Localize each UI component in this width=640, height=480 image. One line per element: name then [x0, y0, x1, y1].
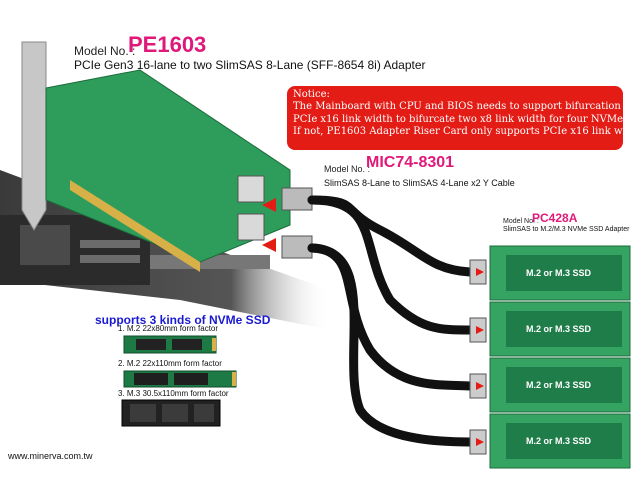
notice-line: If not, PE1603 Adapter Riser Card only s…: [293, 126, 640, 138]
pe1603-model-prefix: Model No. :: [74, 44, 136, 58]
pc428a-adapter-3: M.2 or M.3 SSD: [469, 357, 631, 413]
ssd-slot-label: M.2 or M.3 SSD: [526, 324, 592, 334]
ssd-slot-label: M.2 or M.3 SSD: [526, 436, 592, 446]
pc428a-adapter-1: M.2 or M.3 SSD: [469, 245, 631, 301]
ssd-image-m2-22110: [123, 370, 237, 388]
notice-line: The Mainboard with CPU and BIOS needs to…: [293, 101, 640, 113]
mic74-description: SlimSAS 8-Lane to SlimSAS 4-Lane x2 Y Ca…: [324, 178, 515, 188]
form-factor-label-2: 2. M.2 22x110mm form factor: [118, 359, 222, 368]
pc428a-description: SlimSAS to M.2/M.3 NVMe SSD Adapter: [503, 226, 630, 233]
ssd-image-m2-2280: [123, 335, 217, 354]
nvme-support-title: supports 3 kinds of NVMe SSD: [95, 313, 271, 327]
ssd-slot-label: M.2 or M.3 SSD: [526, 268, 592, 278]
notice-heading: Notice:: [293, 89, 330, 100]
arrow-left-icon-2: [262, 238, 276, 252]
pe1603-model-number: PE1603: [128, 32, 207, 57]
form-factor-label-1: 1. M.2 22x80mm form factor: [118, 324, 219, 333]
arrow-left-icon-1: [262, 198, 276, 212]
pc428a-model-prefix: Model No. :: [503, 218, 539, 225]
notice-line: PCIe x16 link width to bifurcate two x8 …: [293, 113, 640, 125]
notice-box: Notice: The Mainboard with CPU and BIOS …: [287, 86, 640, 150]
form-factor-label-3: 3. M.3 30.5x110mm form factor: [118, 389, 229, 398]
website-url[interactable]: www.minerva.com.tw: [8, 451, 93, 461]
pc428a-model-number: PC428A: [532, 211, 578, 225]
ssd-slot-label: M.2 or M.3 SSD: [526, 380, 592, 390]
ssd-image-m3-30110: [121, 399, 221, 427]
pe1603-description: PCIe Gen3 16-lane to two SlimSAS 8-Lane …: [74, 58, 426, 72]
y-cable-image: [281, 187, 475, 447]
pc428a-adapter-2: M.2 or M.3 SSD: [469, 301, 631, 357]
pe1603-card-image: [21, 41, 291, 272]
mic74-model-number: MIC74-8301: [366, 154, 455, 171]
mic74-model-prefix: Model No. :: [324, 164, 371, 174]
pc428a-adapter-4: M.2 or M.3 SSD: [469, 413, 631, 469]
